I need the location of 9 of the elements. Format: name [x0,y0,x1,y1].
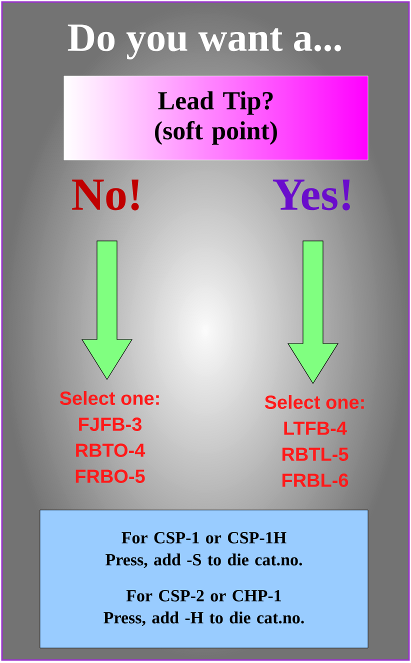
question-box: Lead Tip? (soft point) [64,76,368,160]
title: Do you want a... [68,24,341,60]
arrow [287,240,339,384]
selection-list: Select one: FJFB-3 RBTO-4 FRBO-5 [60,391,159,483]
note-box: For CSP-1 or CSP-1H Press, add -S to die cat.no. For CSP-2 or CHP-1 Press, add -H to die cat.no. [40,510,368,648]
answer-text: No! [72,180,139,210]
answer-text: Yes! [272,180,350,210]
selection-list: Select one: LTFB-4 RBTL-5 FRBL-6 [264,395,364,487]
arrow [81,240,133,380]
